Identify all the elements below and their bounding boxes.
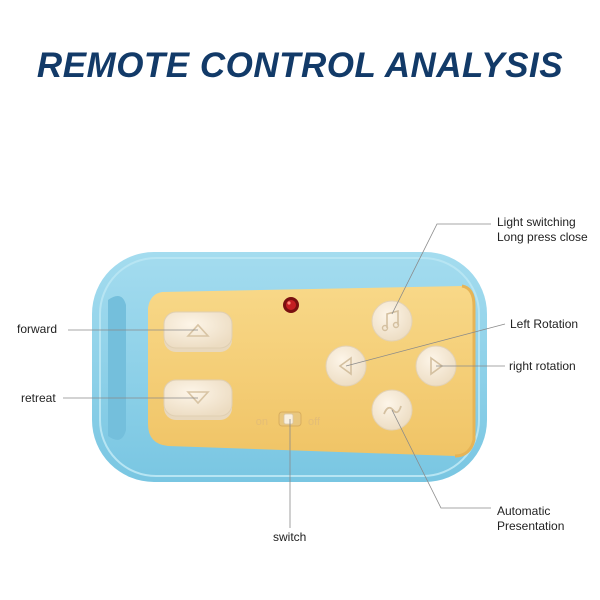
switch-off-text: off xyxy=(308,416,321,428)
label-left-rotation: Left Rotation xyxy=(510,317,579,331)
squiggle-icon xyxy=(383,405,402,415)
callout-left-rotation xyxy=(345,323,506,367)
triangle-left-icon xyxy=(338,356,352,376)
callout-light xyxy=(391,223,491,315)
forward-button[interactable] xyxy=(163,311,233,352)
switch-on-text: on xyxy=(256,416,268,428)
remote-shell-rim xyxy=(99,257,480,477)
label-long-press-close: Long press close xyxy=(497,230,588,244)
retreat-button[interactable] xyxy=(163,379,233,420)
label-light-switching: Light switching xyxy=(497,215,576,229)
triangle-right-icon xyxy=(430,356,444,376)
label-forward: forward xyxy=(17,322,58,336)
callout-auto xyxy=(391,409,491,509)
callout-lines xyxy=(63,223,506,528)
triangle-down-icon xyxy=(186,391,210,405)
label-presentation: Presentation xyxy=(497,519,565,533)
triangle-up-icon xyxy=(186,323,210,337)
shell-side-shade xyxy=(108,296,126,440)
label-retreat: retreat xyxy=(21,391,56,405)
label-right-rotation: right rotation xyxy=(509,359,576,373)
label-switch: switch xyxy=(273,530,307,544)
light-button[interactable] xyxy=(371,300,413,342)
page-title: REMOTE CONTROL ANALYSIS xyxy=(36,46,564,85)
label-automatic: Automatic xyxy=(497,504,551,518)
